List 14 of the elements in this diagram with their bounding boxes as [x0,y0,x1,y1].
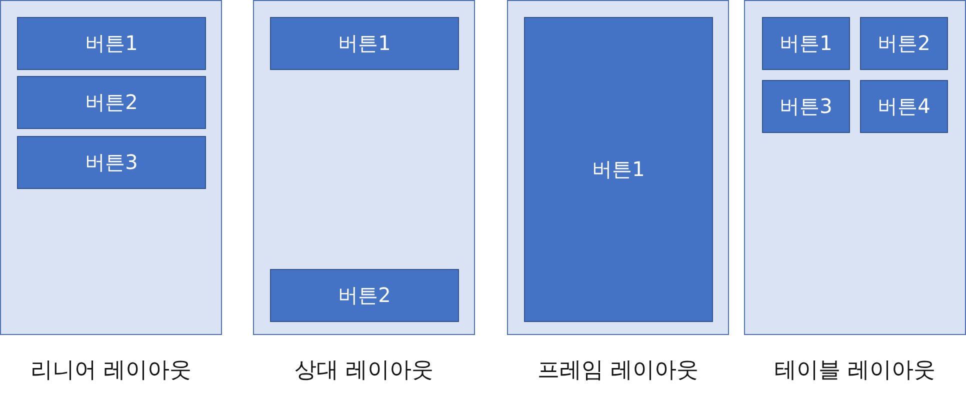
button: 버튼2 [270,269,459,322]
panel-caption: 상대 레이아웃 [294,358,434,383]
button: 버튼2 [860,17,948,70]
button: 버튼2 [17,76,206,129]
panel-caption: 테이블 레이아웃 [774,358,936,383]
button: 버튼1 [524,17,713,322]
button: 버튼1 [270,17,459,70]
panel-caption: 프레임 레이아웃 [538,358,698,383]
button: 버튼4 [860,80,948,133]
panel-caption: 리니어 레이아웃 [30,358,192,383]
button: 버튼3 [762,80,850,133]
button: 버튼3 [17,136,206,189]
button: 버튼1 [762,17,850,70]
button: 버튼1 [17,17,206,70]
